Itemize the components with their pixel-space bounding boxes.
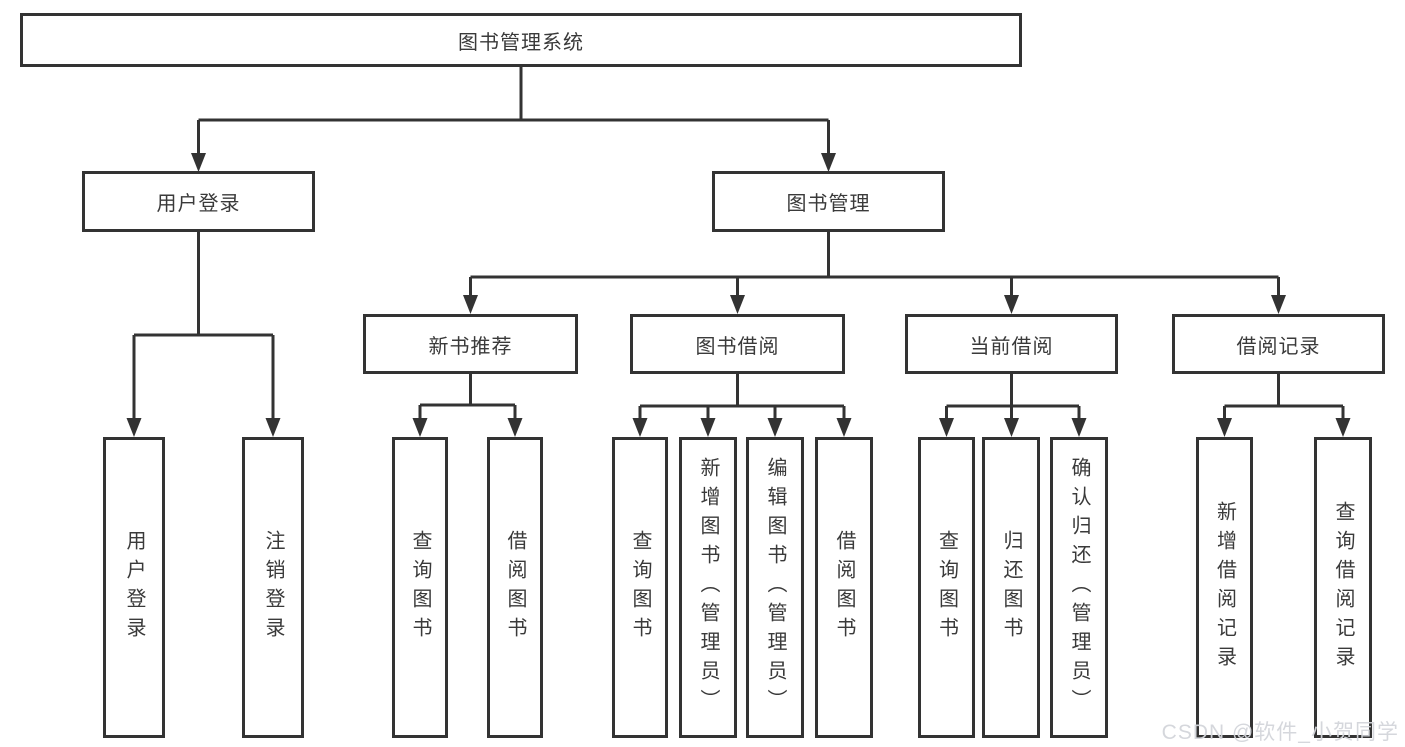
connector-records [1223, 373, 1345, 421]
leaf-edit-book-admin-label: 编辑图书（管理员） [764, 457, 786, 718]
leaf-query-borrow-record-label: 查询借阅记录 [1332, 500, 1354, 675]
connector-user-login [132, 231, 275, 421]
leaf-query-borrow-record: 查询借阅记录 [1314, 437, 1372, 738]
leaf-logout-label: 注销登录 [262, 529, 284, 646]
leaf-add-book-admin-label: 新增图书（管理员） [697, 457, 719, 718]
leaf-user-login: 用户登录 [103, 437, 165, 738]
leaf-query-books-borrow: 查询图书 [612, 437, 668, 738]
leaf-add-borrow-record: 新增借阅记录 [1196, 437, 1253, 738]
node-library-management-system: 图书管理系统 [20, 13, 1022, 67]
node-new-book-recommendation: 新书推荐 [363, 314, 578, 374]
connector-borrowing [638, 373, 846, 421]
node-book-management: 图书管理 [712, 171, 945, 232]
leaf-add-borrow-record-label: 新增借阅记录 [1213, 500, 1236, 675]
leaf-return-book-label: 归还图书 [1000, 529, 1022, 646]
connector-book-management [469, 231, 1280, 298]
leaf-add-book-admin: 新增图书（管理员） [679, 437, 737, 738]
leaf-confirm-return-admin: 确认归还（管理员） [1050, 437, 1108, 738]
leaf-user-login-label: 用户登录 [123, 529, 145, 646]
leaf-query-books-current-label: 查询图书 [935, 529, 958, 646]
leaf-query-books-borrow-label: 查询图书 [629, 529, 651, 646]
leaf-confirm-return-admin-label: 确认归还（管理员） [1068, 457, 1090, 718]
connector-recommendation [418, 373, 517, 421]
leaf-logout: 注销登录 [242, 437, 304, 738]
leaf-edit-book-admin: 编辑图书（管理员） [746, 437, 804, 738]
leaf-borrow-books-label: 借阅图书 [833, 529, 855, 646]
leaf-borrow-books-recommend: 借阅图书 [487, 437, 543, 738]
leaf-return-book: 归还图书 [982, 437, 1040, 738]
leaf-query-books-recommend-label: 查询图书 [409, 529, 431, 646]
node-current-borrowing: 当前借阅 [905, 314, 1118, 374]
leaf-query-books-current: 查询图书 [918, 437, 975, 738]
arrowheads [126, 153, 1351, 437]
connector-current [945, 373, 1081, 421]
node-user-login: 用户登录 [82, 171, 315, 232]
leaf-borrow-books-recommend-label: 借阅图书 [504, 529, 526, 646]
node-book-borrowing: 图书借阅 [630, 314, 845, 374]
leaf-borrow-books: 借阅图书 [815, 437, 873, 738]
node-borrowing-records: 借阅记录 [1172, 314, 1385, 374]
connector-root [197, 67, 830, 156]
leaf-query-books-recommend: 查询图书 [392, 437, 448, 738]
